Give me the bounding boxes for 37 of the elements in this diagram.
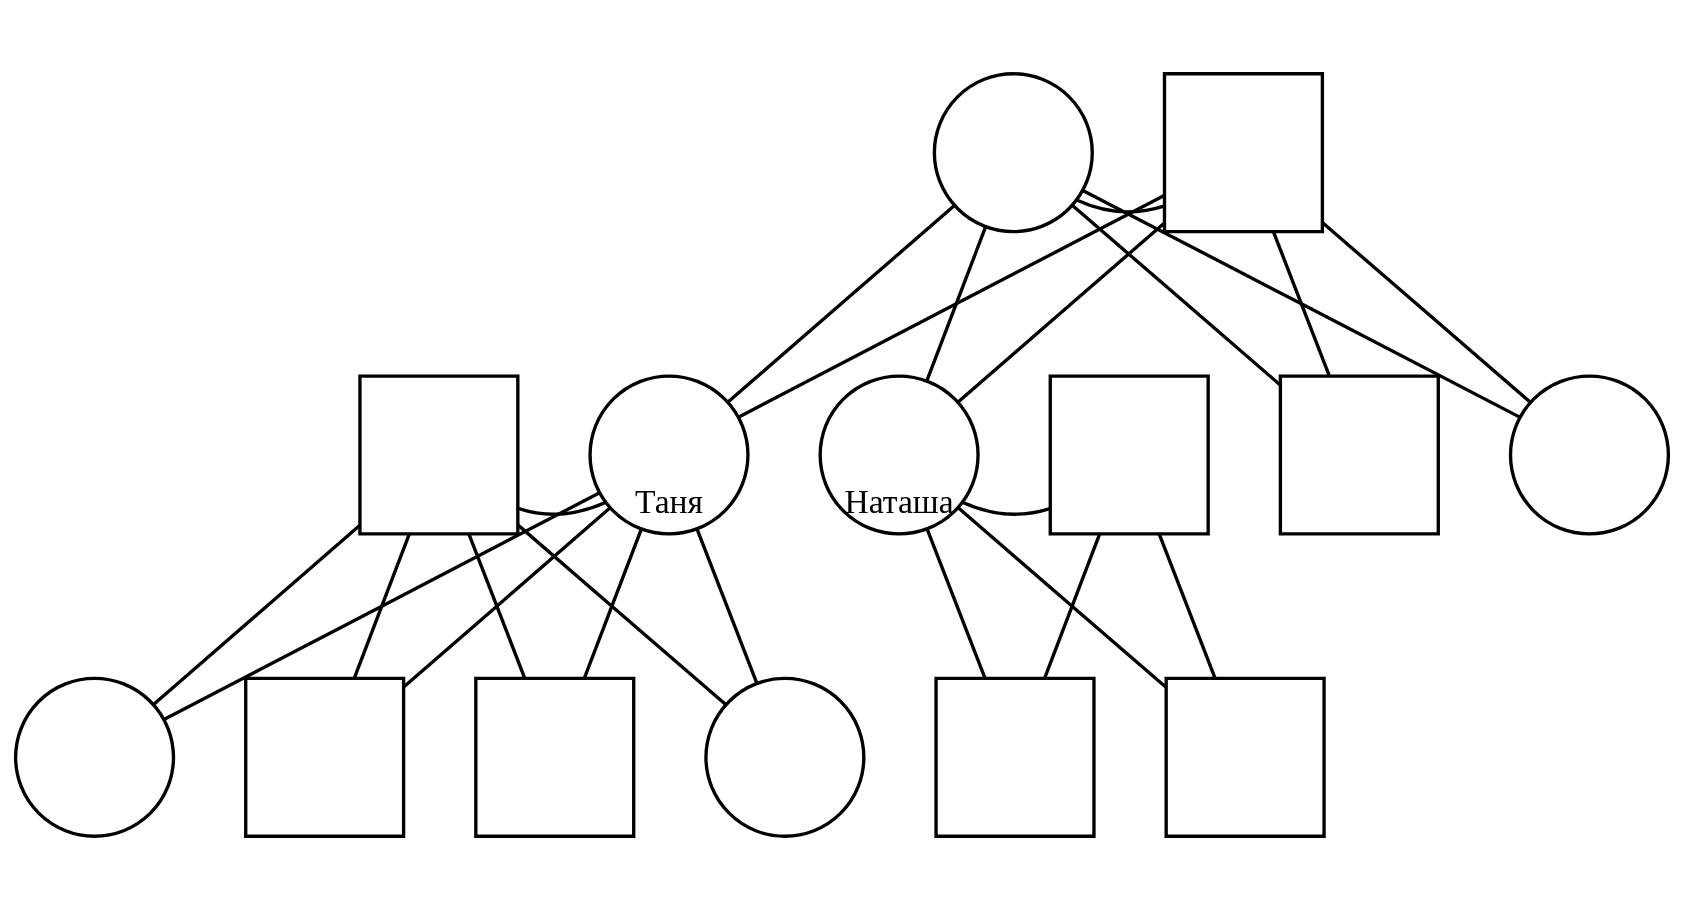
connector (1043, 533, 1102, 679)
connector (1157, 533, 1217, 679)
node-circle (13, 676, 176, 838)
connector (925, 226, 988, 382)
node-box (1162, 72, 1325, 234)
node-box (1278, 374, 1440, 536)
node-circle: Наташа (818, 374, 980, 536)
connector (726, 204, 956, 404)
connector (152, 524, 361, 706)
connector (1272, 231, 1331, 377)
connector (352, 533, 411, 679)
connector (1076, 198, 1165, 214)
connector (517, 500, 606, 516)
node-box (1164, 676, 1326, 838)
connector (1071, 204, 1282, 386)
connector (957, 506, 1167, 689)
node-box (358, 374, 520, 536)
node-box (934, 676, 1096, 838)
connector (516, 523, 727, 706)
node-circle (704, 676, 866, 838)
connector (925, 528, 987, 679)
connector (1082, 188, 1521, 419)
connector (957, 221, 1166, 404)
node-box (244, 676, 406, 838)
node-circle: Таня (588, 374, 750, 536)
connector (695, 528, 759, 685)
connector (467, 533, 527, 679)
connector (582, 528, 643, 679)
connector (402, 506, 611, 689)
node-box (474, 676, 636, 838)
node-circle (932, 72, 1094, 234)
connector (961, 500, 1051, 516)
node-box (1048, 374, 1210, 536)
connector (163, 491, 600, 722)
connector (1321, 221, 1532, 404)
node-circle (1508, 374, 1671, 536)
connector (737, 194, 1165, 419)
